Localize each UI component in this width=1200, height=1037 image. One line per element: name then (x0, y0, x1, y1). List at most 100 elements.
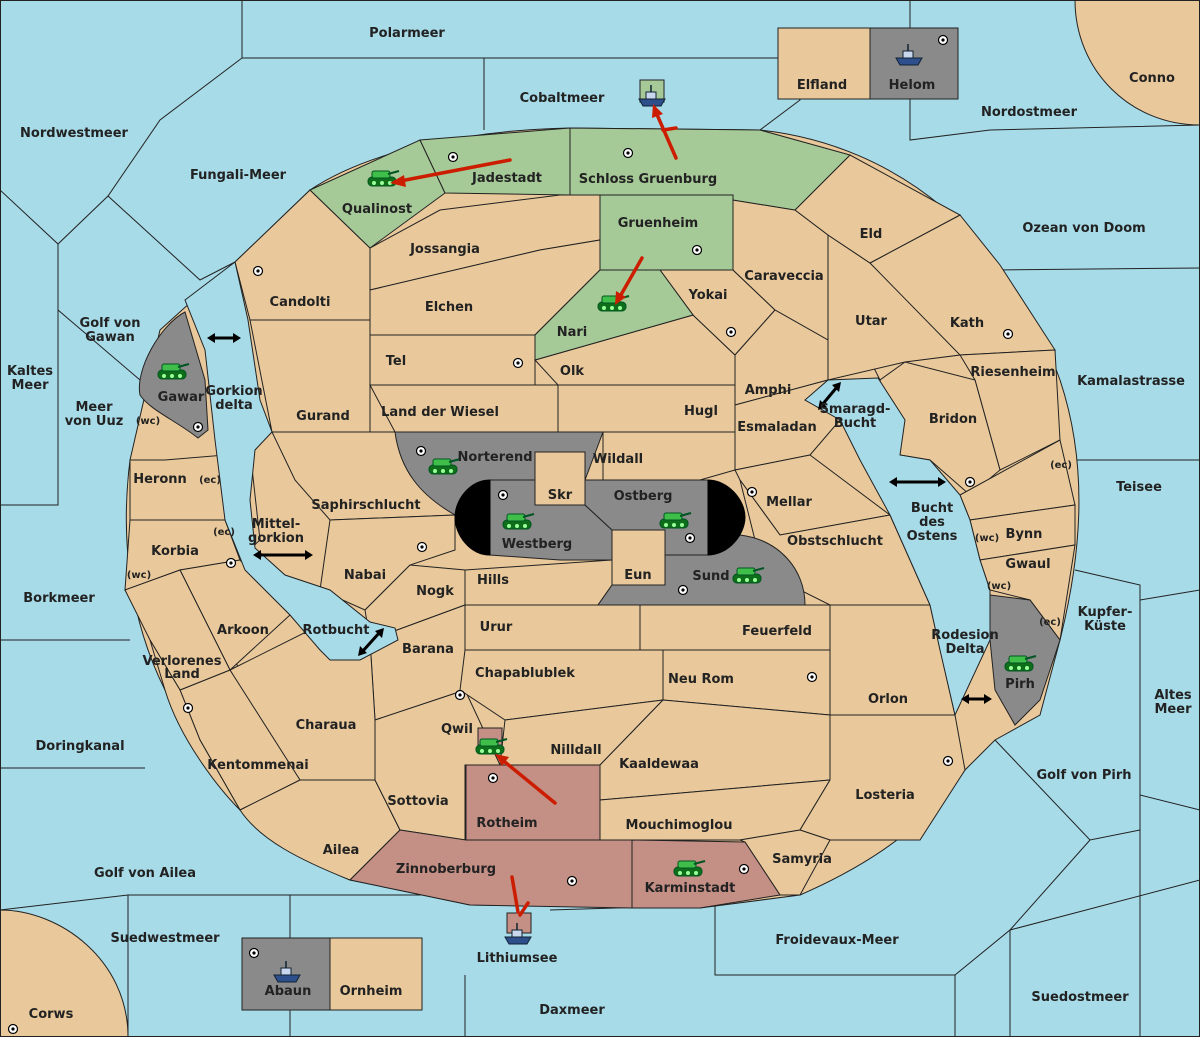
label-mittelgorkion-1: Mittel- (252, 517, 301, 532)
label-mouchimoglou: Mouchimoglou (626, 818, 733, 833)
label-norterend: Norterend (457, 450, 532, 465)
territory-schloss-gruenburg[interactable] (569, 127, 851, 211)
label-gorkion-delta-1: Gorkion (205, 384, 262, 399)
label-bucht-des-ostens-2: des (919, 515, 945, 530)
label-candolti: Candolti (270, 295, 331, 310)
label-verlorenes-land-2: Land (164, 667, 200, 682)
label-bridon: Bridon (929, 412, 977, 427)
territory-ornheim[interactable] (329, 937, 423, 1011)
label-orlon: Orlon (868, 692, 908, 707)
label-zinnoberburg: Zinnoberburg (396, 862, 496, 877)
label-ostberg: Ostberg (614, 489, 673, 504)
label-suedostmeer: Suedostmeer (1031, 990, 1129, 1005)
label-urur: Urur (480, 620, 513, 635)
label-gwaul-wc: (wc) (987, 581, 1011, 592)
label-eun: Eun (624, 568, 651, 583)
label-smaragd-bucht-1: Smaragd- (820, 402, 891, 417)
label-cobaltmeer: Cobaltmeer (520, 91, 605, 106)
label-skr: Skr (548, 488, 573, 503)
label-borkmeer: Borkmeer (23, 591, 95, 606)
label-polarmeer: Polarmeer (369, 26, 445, 41)
label-heronn: Heronn (133, 472, 187, 487)
label-esmaladan: Esmaladan (737, 420, 817, 435)
label-schloss-gruenburg: Schloss Gruenburg (579, 172, 717, 187)
label-bynn: Bynn (1006, 527, 1043, 542)
label-eld: Eld (860, 227, 883, 242)
label-gorkion-delta-2: delta (215, 398, 253, 413)
territory-corws[interactable] (0, 909, 129, 1037)
label-qualinost: Qualinost (342, 202, 412, 217)
label-froidevaux-meer: Froidevaux-Meer (775, 933, 899, 948)
label-doringkanal: Doringkanal (35, 739, 124, 754)
label-caraveccia: Caraveccia (744, 269, 823, 284)
label-nabai: Nabai (344, 568, 386, 583)
label-bynn-wc: (wc) (975, 533, 999, 544)
label-land-der-wiesel: Land der Wiesel (381, 405, 499, 420)
territory-karminstadt[interactable] (631, 839, 781, 909)
label-verlorenes-land-1: Verlorenes (142, 654, 221, 669)
label-neu-rom: Neu Rom (668, 672, 734, 687)
label-chapablublek: Chapablublek (475, 666, 575, 681)
label-meer-von-uuz-2: von Uuz (65, 414, 124, 429)
territory-conno[interactable] (1074, 0, 1200, 126)
label-ozean-von-doom: Ozean von Doom (1022, 221, 1145, 236)
territory-elfland[interactable] (777, 27, 871, 100)
territory-skr[interactable] (534, 451, 586, 506)
label-wildall: Wildall (593, 452, 643, 467)
territory-gruenheim[interactable] (599, 194, 734, 271)
label-kath: Kath (950, 316, 984, 331)
smaragd-bucht-channel (804, 377, 991, 717)
label-jadestadt: Jadestadt (471, 171, 542, 186)
label-helom: Helom (889, 78, 936, 93)
label-kupferkueste-2: Küste (1084, 619, 1126, 634)
label-nordwestmeer: Nordwestmeer (20, 126, 128, 141)
territory-eun[interactable] (611, 529, 666, 586)
order-arrows (390, 104, 678, 917)
label-pirh-ec: (ec) (1039, 617, 1061, 628)
label-hugl: Hugl (684, 404, 718, 419)
label-qwil: Qwil (441, 722, 473, 737)
connection-arrows (207, 333, 992, 704)
label-saphirschlucht: Saphirschlucht (311, 498, 420, 513)
label-tel: Tel (386, 354, 406, 369)
label-sund: Sund (692, 569, 729, 584)
label-altes-meer-1: Altes (1154, 688, 1192, 703)
label-meer-von-uuz-1: Meer (76, 400, 114, 415)
label-elfland: Elfland (797, 78, 847, 93)
label-arkoon: Arkoon (217, 623, 269, 638)
label-golf-von-pirh: Golf von Pirh (1036, 768, 1131, 783)
gorkion-channel (184, 261, 399, 661)
label-jossangia: Jossangia (409, 242, 480, 257)
label-kentommenai: Kentommenai (207, 758, 308, 773)
label-heronn-ec: (ec) (199, 475, 221, 486)
label-smaragd-bucht-2: Bucht (834, 416, 876, 431)
central-lake-east-cap (707, 479, 746, 556)
label-rodesion-delta-1: Rodesion (931, 628, 998, 643)
label-mellar: Mellar (766, 495, 812, 510)
label-korbia: Korbia (151, 544, 199, 559)
label-kamalastrasse: Kamalastrasse (1077, 374, 1185, 389)
label-korbia-wc: (wc) (127, 570, 151, 581)
central-lake-west-cap (454, 479, 491, 556)
label-karminstadt: Karminstadt (645, 881, 736, 896)
label-fungali-meer: Fungali-Meer (190, 168, 287, 183)
label-kaltes-meer-1: Kaltes (7, 364, 53, 379)
label-olk: Olk (560, 364, 585, 379)
label-nordostmeer: Nordostmeer (981, 105, 1078, 120)
label-lithiumsee: Lithiumsee (477, 951, 558, 966)
label-korbia-ec: (ec) (213, 527, 235, 538)
label-rodesion-delta-2: Delta (945, 642, 984, 657)
label-gawar-wc: (wc) (136, 416, 160, 427)
label-utar: Utar (855, 314, 888, 329)
label-corws: Corws (29, 1007, 74, 1022)
label-gurand: Gurand (296, 409, 350, 424)
label-gwaul: Gwaul (1005, 557, 1050, 572)
label-kaltes-meer-2: Meer (12, 378, 50, 393)
label-bridon-ec: (ec) (1050, 460, 1072, 471)
label-feuerfeld: Feuerfeld (742, 624, 812, 639)
label-losteria: Losteria (855, 788, 915, 803)
label-yokai: Yokai (687, 288, 727, 303)
label-bucht-des-ostens-3: Ostens (907, 529, 958, 544)
